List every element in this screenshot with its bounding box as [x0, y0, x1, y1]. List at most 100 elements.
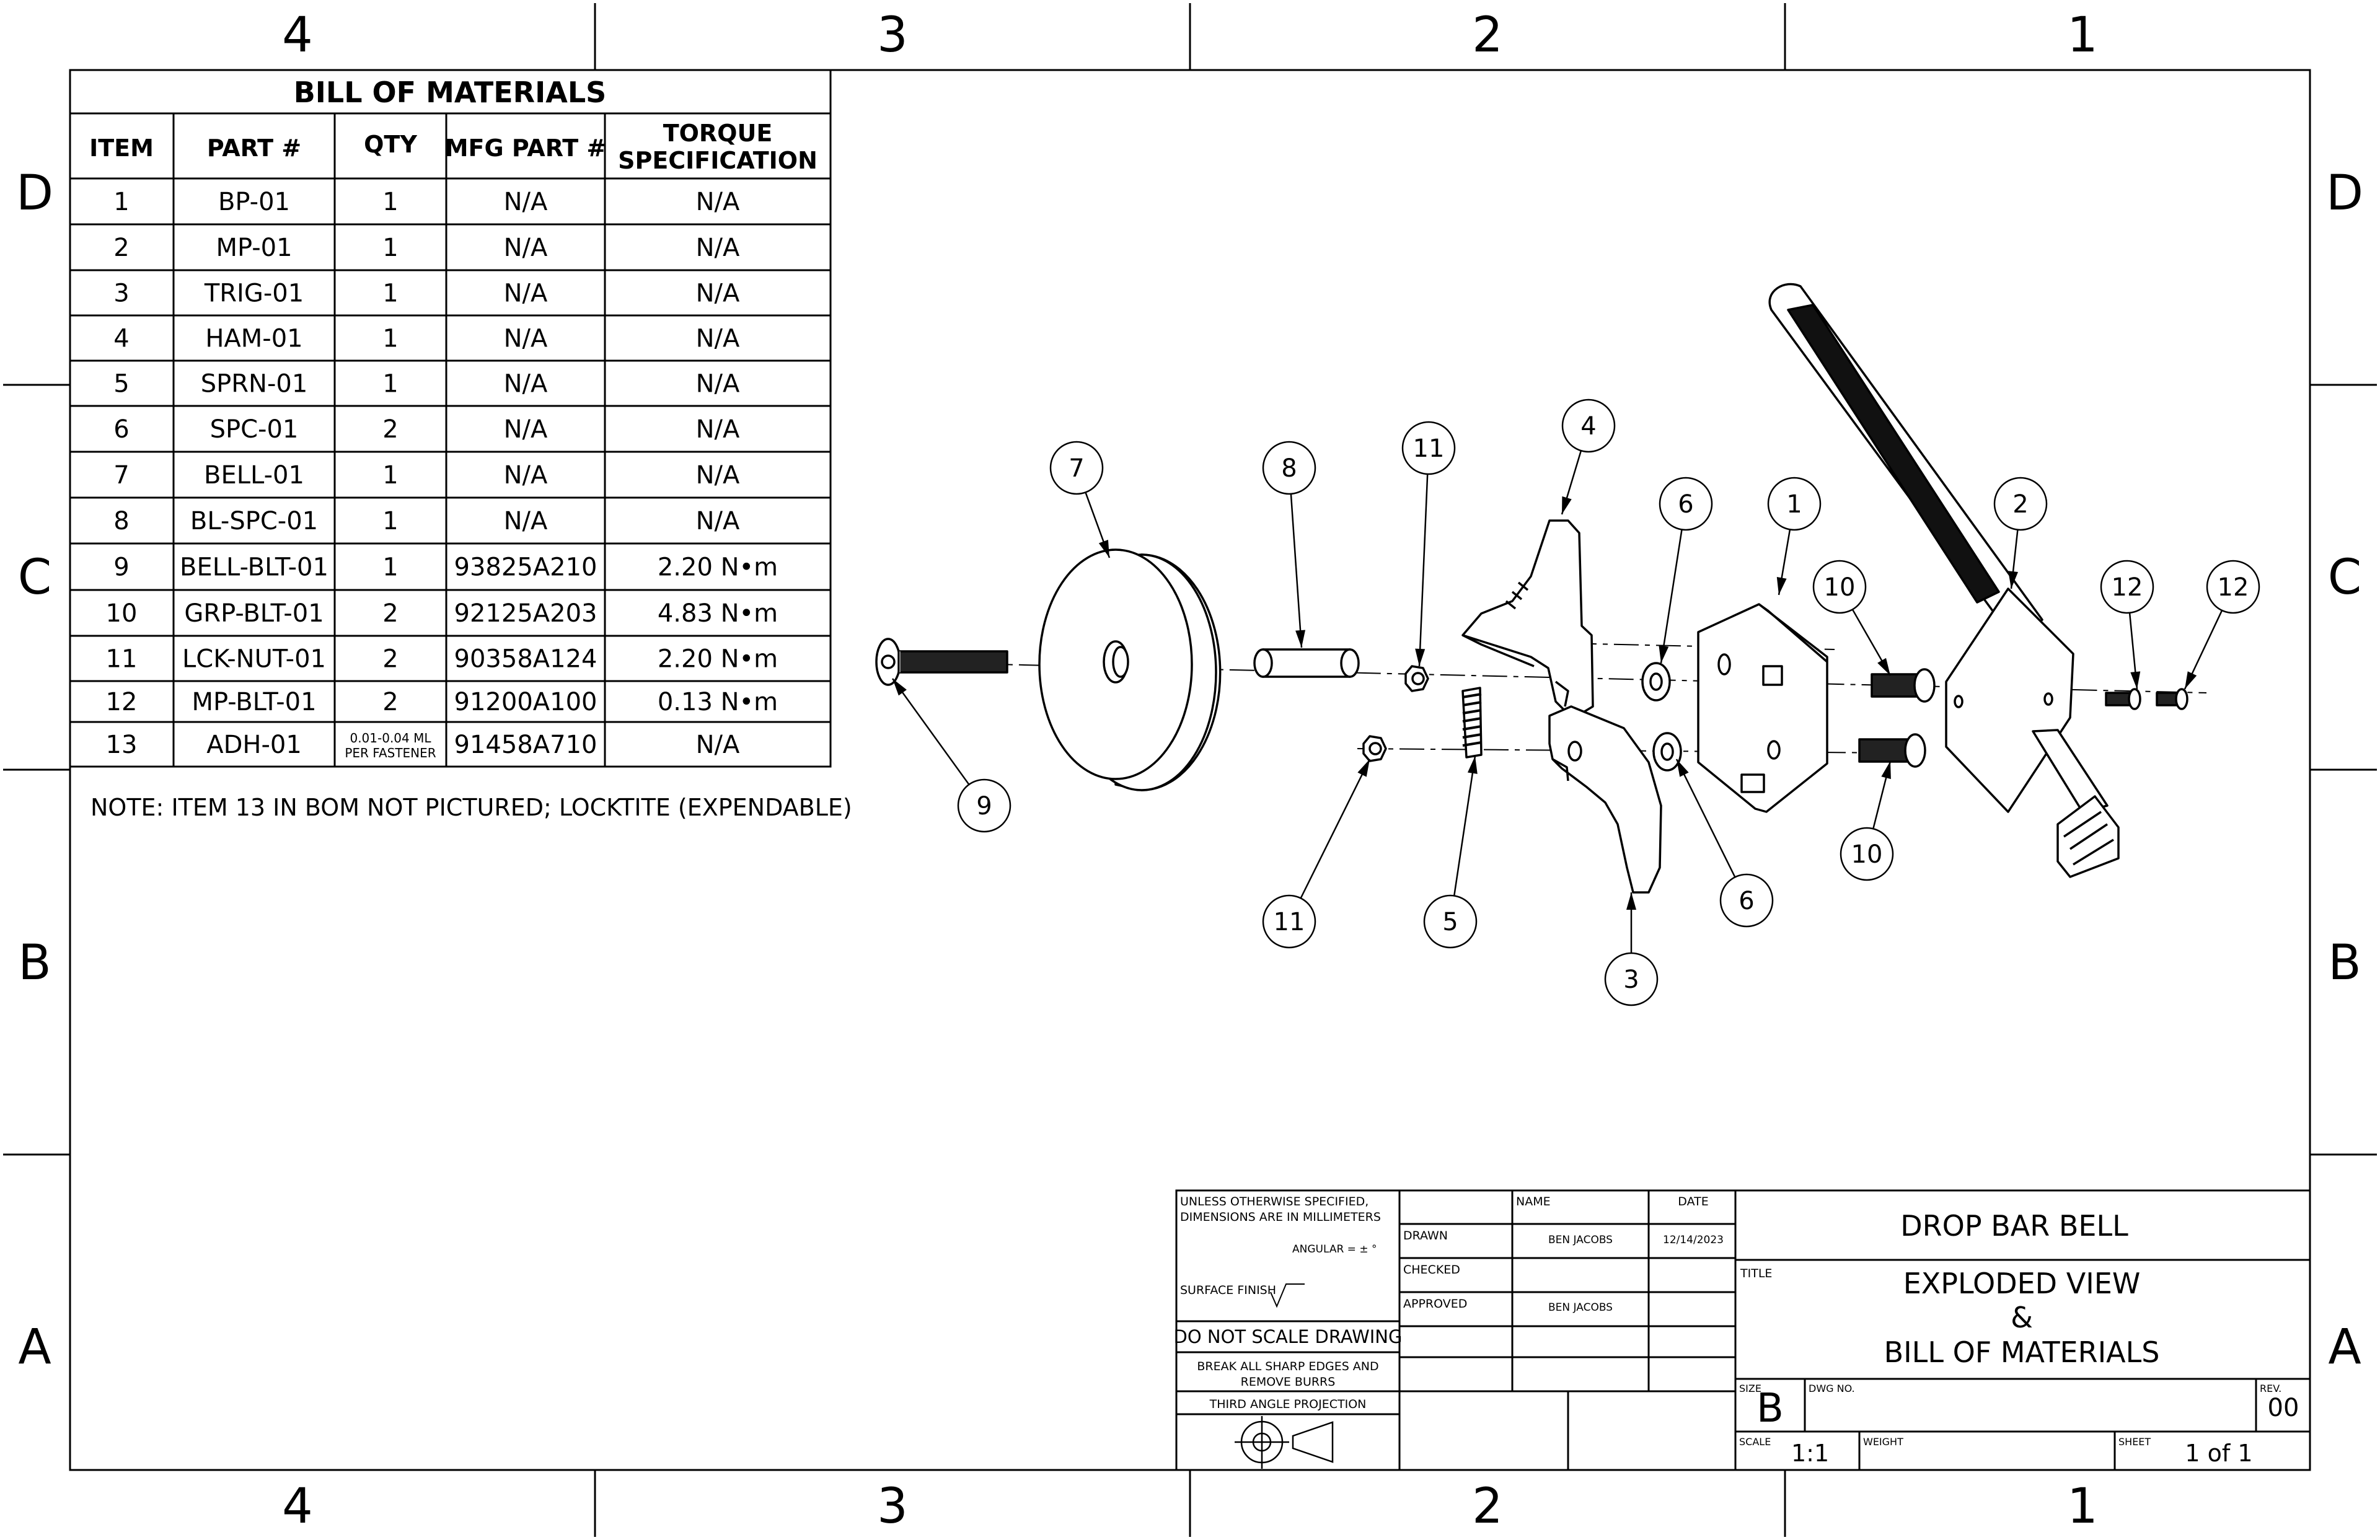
tb-drawn-label: DRAWN [1403, 1229, 1448, 1243]
bom-cell-item: 2 [113, 234, 129, 262]
balloon-arrowhead [1562, 496, 1572, 514]
balloon-label: 12 [2218, 573, 2249, 602]
tb-date-header: DATE [1678, 1195, 1708, 1208]
balloon-arrowhead [1776, 577, 1787, 595]
tb-rev-label: REV. [2260, 1383, 2281, 1394]
balloon-leader [1290, 493, 1303, 648]
bom-cell-torque: 4.83 N•m [658, 599, 778, 628]
balloon-label: 11 [1413, 434, 1445, 463]
zone-row-b: B [18, 935, 51, 991]
third-angle-projection-icon [1235, 1416, 1334, 1469]
tb-checked-label: CHECKED [1403, 1263, 1460, 1277]
part-2-mounting-plate [1768, 283, 2120, 878]
balloon-leader [1675, 759, 1736, 878]
balloon-circle [1812, 560, 1867, 614]
balloon-label: 1 [1786, 490, 1802, 519]
bom-header-qty: QTY [364, 131, 417, 158]
balloon-9: 9 [891, 678, 1011, 833]
balloon-circle [1604, 952, 1659, 1006]
title-block: UNLESS OTHERWISE SPECIFIED, DIMENSIONS A… [1174, 1189, 2311, 1471]
balloon-circle [1401, 421, 1456, 475]
balloon-label: 10 [1824, 573, 1856, 602]
bom-header-item: ITEM [89, 134, 154, 162]
balloon-label: 11 [1274, 908, 1305, 936]
bom-cell-part: BELL-BLT-01 [180, 553, 328, 582]
bom-cell-item: 1 [113, 188, 129, 216]
tb-name-header: NAME [1516, 1195, 1551, 1208]
balloon-arrowhead [2008, 571, 2018, 589]
bom-cell-torque: N/A [696, 507, 740, 535]
bom-cell-torque: N/A [696, 731, 740, 759]
bom-cell-part: BL-SPC-01 [190, 507, 318, 535]
part-11-lock-nut-upper [1404, 665, 1429, 692]
balloon-arrowhead [1098, 539, 1109, 558]
balloon-arrowhead [1877, 658, 1890, 675]
part-10-grip-bolt-upper [1871, 668, 1936, 703]
bom-cell-torque: 0.13 N•m [658, 688, 778, 716]
balloon-circle [1767, 477, 1822, 531]
balloon-leader [1418, 473, 1429, 667]
balloon-arrowhead [1881, 761, 1891, 780]
tb-size: B [1756, 1386, 1784, 1432]
balloon-circle [957, 778, 1011, 833]
balloon-arrowhead [2185, 671, 2197, 689]
balloon-arrowhead [1415, 648, 1426, 666]
zone-row-a: A [18, 1319, 51, 1375]
bom-cell-item: 9 [113, 553, 129, 582]
tb-title-line3: BILL OF MATERIALS [1884, 1335, 2160, 1369]
balloon-label: 3 [1623, 966, 1639, 994]
bom-header-torque-2: SPECIFICATION [618, 147, 818, 174]
zone-col-2-bottom: 2 [1472, 1479, 1503, 1534]
balloon-label: 7 [1069, 454, 1084, 483]
bom-cell-qty: 1 [382, 188, 398, 216]
bom-cell-qty: 2 [382, 415, 398, 444]
balloon-circle [1561, 398, 1616, 453]
bom-cell-mfg: 92125A203 [454, 599, 597, 628]
bom-cell-qty: 1 [382, 325, 398, 353]
bom-cell-mfg: N/A [504, 188, 548, 216]
zone-col-4: 4 [282, 7, 313, 63]
tb-break-edges-2: REMOVE BURRS [1241, 1375, 1336, 1389]
part-10-grip-bolt-lower [1858, 733, 1926, 768]
bom-cell-mfg: 93825A210 [454, 553, 597, 582]
balloon-6: 6 [1659, 477, 1713, 664]
tb-projection: THIRD ANGLE PROJECTION [1209, 1397, 1367, 1411]
tb-title-line2: & [2011, 1301, 2033, 1334]
balloon-label: 12 [2112, 573, 2143, 602]
balloon-arrowhead [1626, 892, 1636, 910]
part-5-spring [1461, 687, 1483, 759]
tb-rev: 00 [2268, 1394, 2299, 1422]
tb-scale-label: SCALE [1739, 1436, 1771, 1448]
bom-cell-item: 4 [113, 325, 129, 353]
bom-cell-mfg: 90358A124 [454, 645, 597, 674]
tb-title-line1: EXPLODED VIEW [1903, 1267, 2141, 1300]
bom-cell-torque: N/A [696, 461, 740, 490]
bom-header-mfg: MFG PART # [445, 134, 607, 162]
tb-approved-label: APPROVED [1403, 1297, 1467, 1311]
bom-cell-item: 3 [113, 279, 129, 308]
bom-cell-part: TRIG-01 [204, 279, 304, 308]
bom-cell-item: 13 [106, 731, 138, 759]
balloon-circle [2100, 560, 2154, 614]
part-6-spacer-upper [1641, 662, 1671, 702]
bom-cell-qty: 1 [382, 234, 398, 262]
balloon-circle [1262, 894, 1316, 949]
bom-cell-part: SPRN-01 [201, 370, 308, 398]
zone-col-4-bottom: 4 [282, 1479, 313, 1534]
bom-cell-mfg: N/A [504, 461, 548, 490]
balloon-label: 4 [1580, 412, 1596, 441]
bom-cell-part: MP-BLT-01 [192, 688, 316, 716]
balloon-leader [1453, 755, 1476, 896]
balloon-1: 1 [1767, 477, 1822, 596]
zone-col-3: 3 [877, 7, 908, 63]
zone-row-d: D [16, 165, 53, 221]
bom-cell-qty: 1 [382, 370, 398, 398]
zone-labels: 4 3 2 1 4 3 2 1 D C B A D C B A [16, 7, 2363, 1534]
bom-cell-torque: 2.20 N•m [658, 553, 778, 582]
